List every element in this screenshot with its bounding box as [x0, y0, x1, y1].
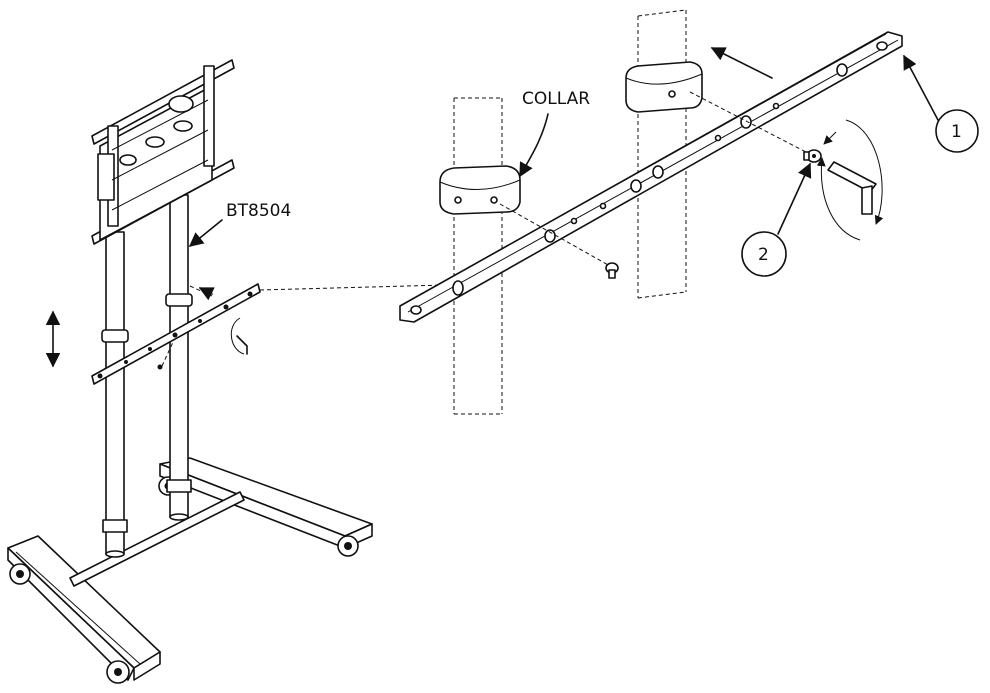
detail-projection-line — [259, 284, 446, 291]
bar-direction-arrow — [710, 47, 773, 79]
bolt-path-left — [499, 203, 611, 267]
adjustment-bar-part-1 — [399, 31, 903, 323]
vertical-columns — [102, 194, 192, 558]
trolley-stand-overview: BT8504 — [7, 59, 373, 684]
model-label-leader — [188, 219, 223, 247]
bolt-path-right — [689, 91, 807, 153]
collar-right — [625, 61, 703, 113]
screw-left — [605, 262, 619, 279]
callout-2: 2 — [741, 162, 812, 277]
collar-label: COLLAR — [522, 89, 590, 109]
collar-label-leader — [519, 113, 549, 178]
callout-1: 1 — [903, 54, 979, 153]
base-front-foot — [7, 535, 161, 681]
collar-left — [439, 165, 521, 215]
base-rear-foot — [159, 457, 373, 549]
collar-bar-detail: COLLAR 1 2 — [399, 9, 979, 415]
screw-part-2 — [803, 149, 822, 163]
stand-fastener-detail — [157, 285, 248, 370]
svg-text:1: 1 — [951, 122, 962, 142]
stand-collars — [101, 293, 193, 343]
stand-crossbar — [91, 283, 261, 385]
hex-key — [827, 161, 877, 215]
base-crossbar — [69, 491, 245, 587]
screen-mount-interface — [91, 59, 235, 245]
svg-text:2: 2 — [758, 245, 769, 265]
rotation-arrow — [816, 119, 884, 241]
model-label: BT8504 — [226, 201, 291, 221]
